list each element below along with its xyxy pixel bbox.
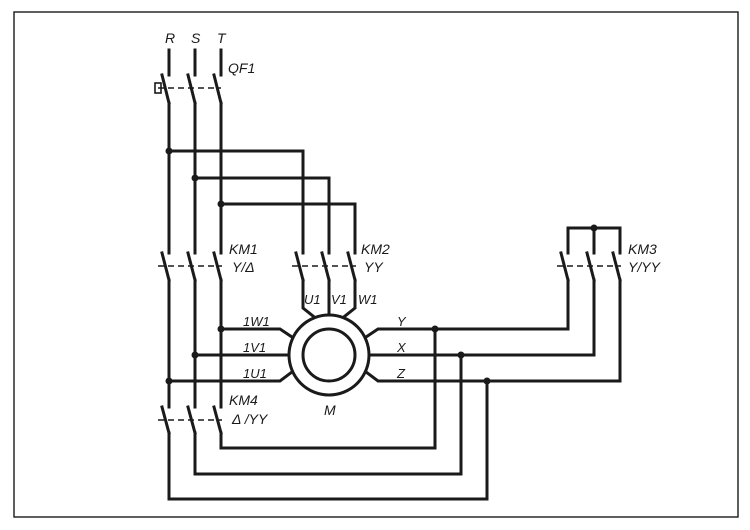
terminal-1u1-label: 1U1 <box>243 366 267 381</box>
km2-motor-leads: U1 V1 W1 <box>301 278 378 323</box>
terminal-z-label: Z <box>396 366 406 381</box>
contactor-km4-label: KM4 <box>229 392 258 408</box>
motor-right-leads: Y X Z <box>363 278 622 385</box>
terminal-w1-label: W1 <box>358 292 378 307</box>
breaker-qf1-label: QF1 <box>228 60 255 76</box>
contactor-km4: KM4 Δ /YY <box>158 327 269 435</box>
km4-return-leads <box>167 327 489 501</box>
contactor-km3-label: KM3 <box>628 241 657 257</box>
phase-r-label: R <box>165 30 175 46</box>
terminal-x-label: X <box>396 340 407 355</box>
motor-m: M <box>287 313 371 418</box>
km1-motor-leads: 1W1 1V1 1U1 <box>165 278 295 385</box>
phase-s-label: S <box>191 30 201 46</box>
contactor-km4-mode: Δ /YY <box>231 411 269 427</box>
terminal-1w1-label: 1W1 <box>243 314 270 329</box>
terminal-u1-label: U1 <box>304 292 321 307</box>
terminal-1v1-label: 1V1 <box>243 340 266 355</box>
motor-label: M <box>324 402 336 418</box>
contactor-km2: KM2 YY <box>292 241 390 282</box>
contactor-km1-label: KM1 <box>229 241 258 257</box>
contactor-km2-label: KM2 <box>361 241 390 257</box>
phase-t-label: T <box>217 30 227 46</box>
contactor-km3: KM3 Y/YY <box>557 224 662 282</box>
contactor-km1-mode: Y/Δ <box>232 259 255 275</box>
diagram-frame <box>13 11 739 518</box>
contactor-km2-mode: YY <box>364 259 384 275</box>
breaker-qf1: QF1 <box>154 48 255 105</box>
contactor-km3-mode: Y/YY <box>628 259 662 275</box>
contactor-km1: KM1 Y/Δ <box>158 241 258 282</box>
phase-buses <box>165 101 357 255</box>
terminal-v1-label: V1 <box>331 292 347 307</box>
terminal-y-label: Y <box>397 314 407 329</box>
